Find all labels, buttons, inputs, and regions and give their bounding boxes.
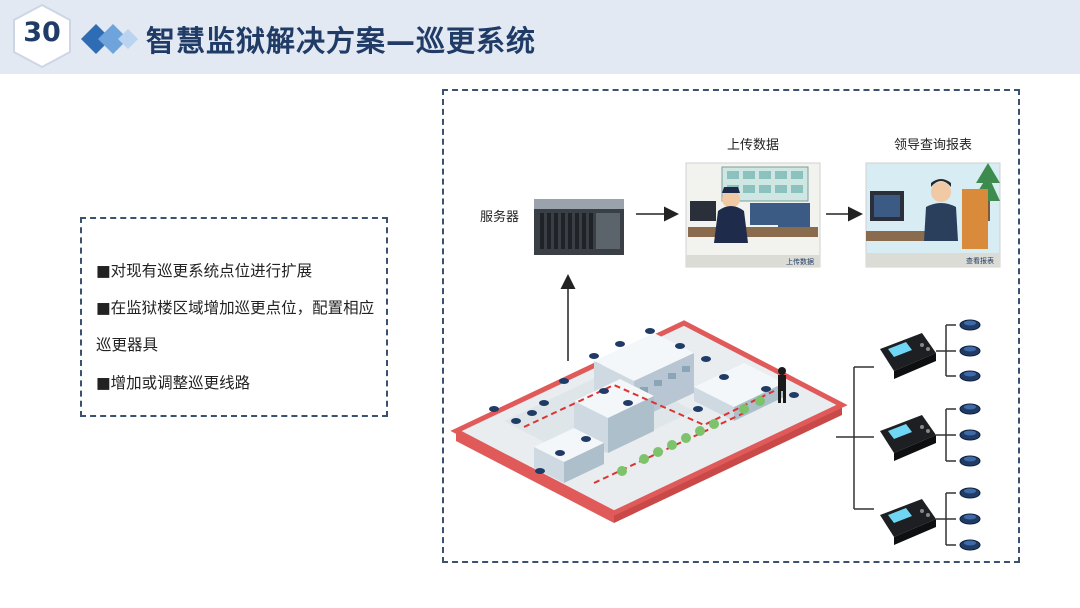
patrol-device-3 bbox=[880, 499, 936, 545]
diagram-box: 服务器 上传数据 bbox=[442, 89, 1020, 563]
checkpoint-tags bbox=[959, 319, 981, 551]
slide-number: 30 bbox=[23, 17, 61, 48]
page-title: 智慧监狱解决方案—巡更系统 bbox=[146, 24, 537, 58]
bullet-item: ■增加或调整巡更线路 bbox=[96, 374, 251, 392]
upload-caption: 上传数据 bbox=[786, 257, 814, 266]
patrol-system-diagram: 服务器 上传数据 bbox=[450, 138, 1001, 551]
diamond-decoration-icon bbox=[81, 24, 138, 54]
report-caption: 查看报表 bbox=[966, 256, 994, 265]
hexagon-badge-icon bbox=[13, 3, 71, 69]
patrol-point-markers bbox=[489, 328, 799, 474]
server-icon bbox=[534, 199, 624, 255]
trees bbox=[617, 396, 765, 476]
header-bar: 30 智慧监狱解决方案—巡更系统 bbox=[0, 0, 1080, 74]
prison-campus-illustration bbox=[450, 320, 848, 523]
bullet-item: ■对现有巡更系统点位进行扩展 bbox=[96, 262, 313, 280]
monitoring-room-illustration bbox=[685, 162, 821, 268]
device-connector-lines bbox=[836, 324, 956, 546]
leader-label: 领导查询报表 bbox=[894, 138, 972, 153]
bullet-item: ■在监狱楼区域增加巡更点位，配置相应 bbox=[96, 299, 375, 317]
leader-office-illustration bbox=[865, 162, 1001, 268]
bullet-item: 巡更器具 bbox=[96, 336, 159, 354]
slide-number-badge: 30 bbox=[12, 3, 72, 69]
upload-label: 上传数据 bbox=[727, 138, 779, 153]
patrol-device-1 bbox=[880, 333, 936, 379]
patrol-guard-figure bbox=[778, 367, 786, 403]
description-box: ■对现有巡更系统点位进行扩展 ■在监狱楼区域增加巡更点位，配置相应 巡更器具 ■… bbox=[80, 217, 388, 417]
server-label: 服务器 bbox=[480, 209, 519, 225]
patrol-device-2 bbox=[880, 415, 936, 461]
